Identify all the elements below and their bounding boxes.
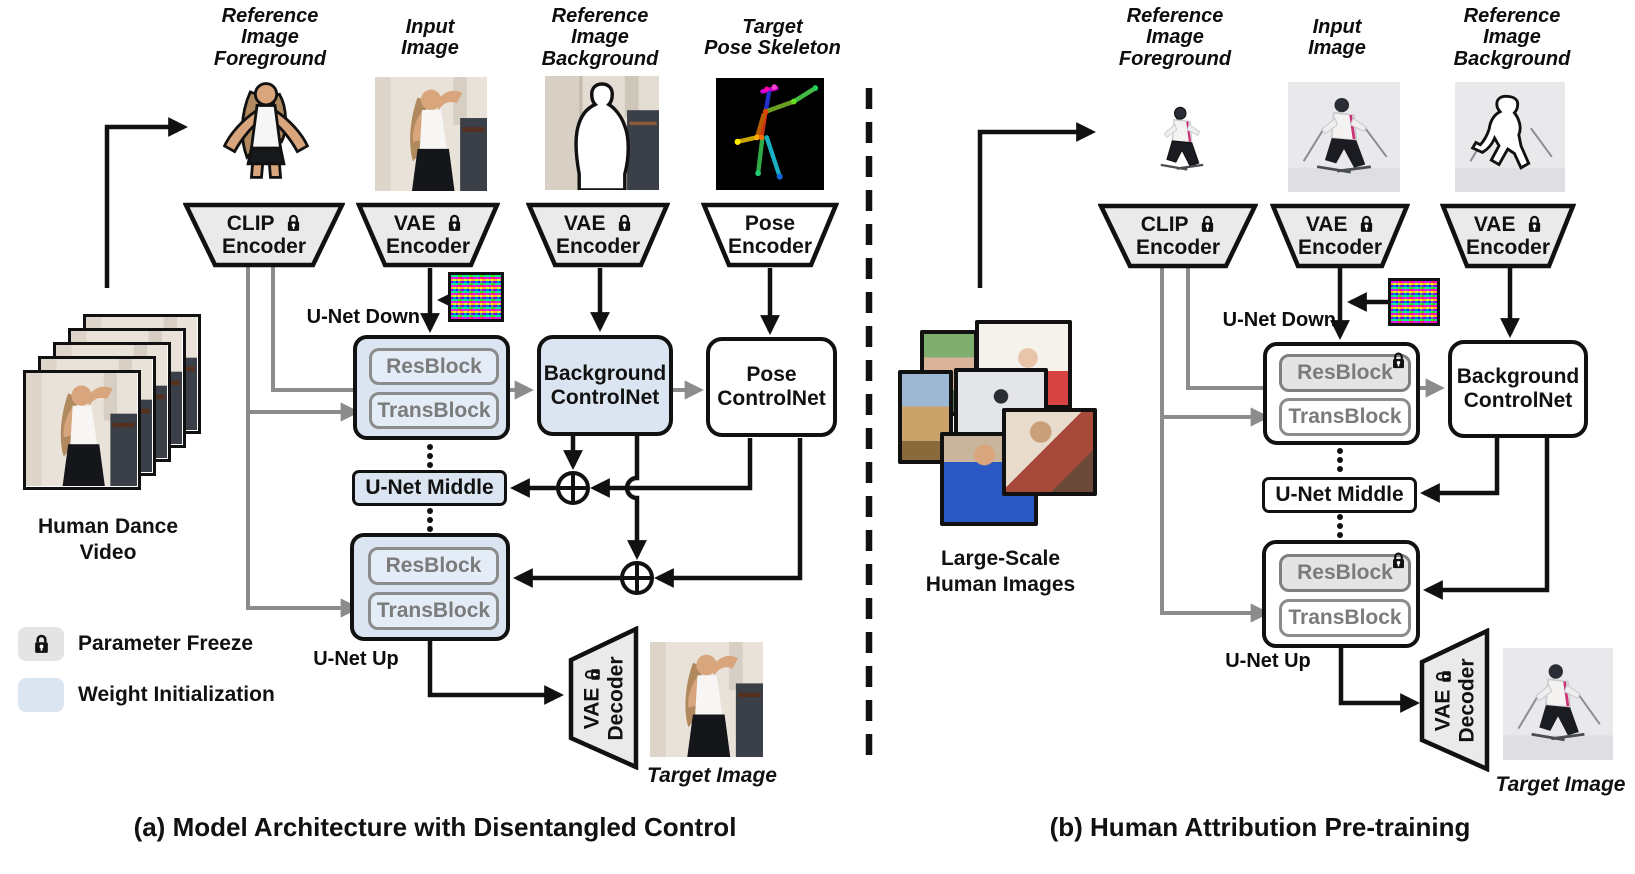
transblock-b-up: TransBlock bbox=[1279, 599, 1411, 637]
lock-icon bbox=[1393, 352, 1404, 369]
lock-icon bbox=[619, 215, 631, 232]
input-image-a bbox=[375, 77, 487, 191]
vae-encoder-input-a: VAE Encoder bbox=[356, 202, 500, 268]
target-image-a bbox=[650, 642, 763, 757]
unet-down-block-a: ResBlock TransBlock bbox=[353, 335, 510, 440]
resblock-b-up: ResBlock bbox=[1279, 552, 1411, 592]
lock-icon bbox=[1529, 216, 1541, 233]
transblock-a-up: TransBlock bbox=[368, 592, 499, 630]
ellipsis-dots bbox=[427, 444, 1343, 538]
vae-decoder-b: VAE Decoder bbox=[1419, 628, 1490, 772]
clip-encoder-a: CLIP Encoder bbox=[183, 202, 345, 268]
unet-up-label-b: U-Net Up bbox=[1225, 650, 1311, 672]
unet-down-block-b: ResBlock TransBlock bbox=[1263, 342, 1420, 445]
legend-weight-init-label: Weight Initialization bbox=[78, 683, 275, 706]
transblock-a-down: TransBlock bbox=[369, 392, 499, 429]
unet-middle-a: U-Net Middle bbox=[352, 470, 507, 506]
noise-latent-a bbox=[448, 272, 504, 322]
reference-foreground-image-a bbox=[210, 74, 322, 192]
resblock-b-down: ResBlock bbox=[1279, 352, 1411, 392]
vae-decoder-a: VAE Decoder bbox=[568, 626, 639, 770]
reference-background-image-b bbox=[1455, 82, 1565, 192]
reference-background-image-a bbox=[545, 76, 659, 190]
unet-up-block-a: ResBlock TransBlock bbox=[350, 533, 510, 641]
noise-latent-b bbox=[1388, 278, 1440, 326]
target-pose-skeleton-image bbox=[716, 78, 824, 190]
target-image-label-b: Target Image bbox=[1495, 773, 1626, 796]
plus-circle-icon bbox=[556, 471, 654, 595]
unet-down-label-b: U-Net Down bbox=[1222, 309, 1336, 331]
legend-parameter-freeze-label: Parameter Freeze bbox=[78, 632, 254, 655]
caption-panel-a: (a) Model Architecture with Disentangled… bbox=[133, 812, 737, 842]
unet-down-label-a: U-Net Down bbox=[306, 306, 420, 328]
lock-icon bbox=[1202, 216, 1214, 233]
resblock-a-down: ResBlock bbox=[369, 348, 499, 385]
caption-panel-b: (b) Human Attribution Pre-training bbox=[1049, 812, 1471, 842]
transblock-b-down: TransBlock bbox=[1279, 398, 1411, 436]
unet-up-label-a: U-Net Up bbox=[313, 648, 399, 670]
clip-encoder-b: CLIP Encoder bbox=[1098, 203, 1258, 269]
collage-photo bbox=[1002, 408, 1097, 496]
lock-icon bbox=[1436, 671, 1452, 682]
resblock-a-up: ResBlock bbox=[368, 547, 499, 585]
unet-middle-b: U-Net Middle bbox=[1262, 477, 1417, 513]
legend-weight-init-chip bbox=[18, 678, 64, 712]
vae-encoder-background-a: VAE Encoder bbox=[526, 202, 670, 268]
lock-icon bbox=[288, 215, 300, 232]
target-image-label-a: Target Image bbox=[647, 764, 777, 787]
lock-icon bbox=[1393, 552, 1404, 569]
target-image-b bbox=[1503, 648, 1613, 760]
lock-icon bbox=[449, 215, 461, 232]
vae-encoder-background-b: VAE Encoder bbox=[1440, 203, 1576, 269]
lock-icon bbox=[585, 669, 601, 680]
reference-foreground-image-b bbox=[1136, 92, 1228, 188]
vae-encoder-input-b: VAE Encoder bbox=[1270, 203, 1410, 269]
lock-icon bbox=[1361, 216, 1373, 233]
unet-up-block-b: ResBlock TransBlock bbox=[1262, 540, 1420, 648]
legend-parameter-freeze-chip bbox=[18, 627, 64, 661]
input-image-b bbox=[1288, 82, 1400, 192]
lock-icon bbox=[34, 634, 48, 653]
